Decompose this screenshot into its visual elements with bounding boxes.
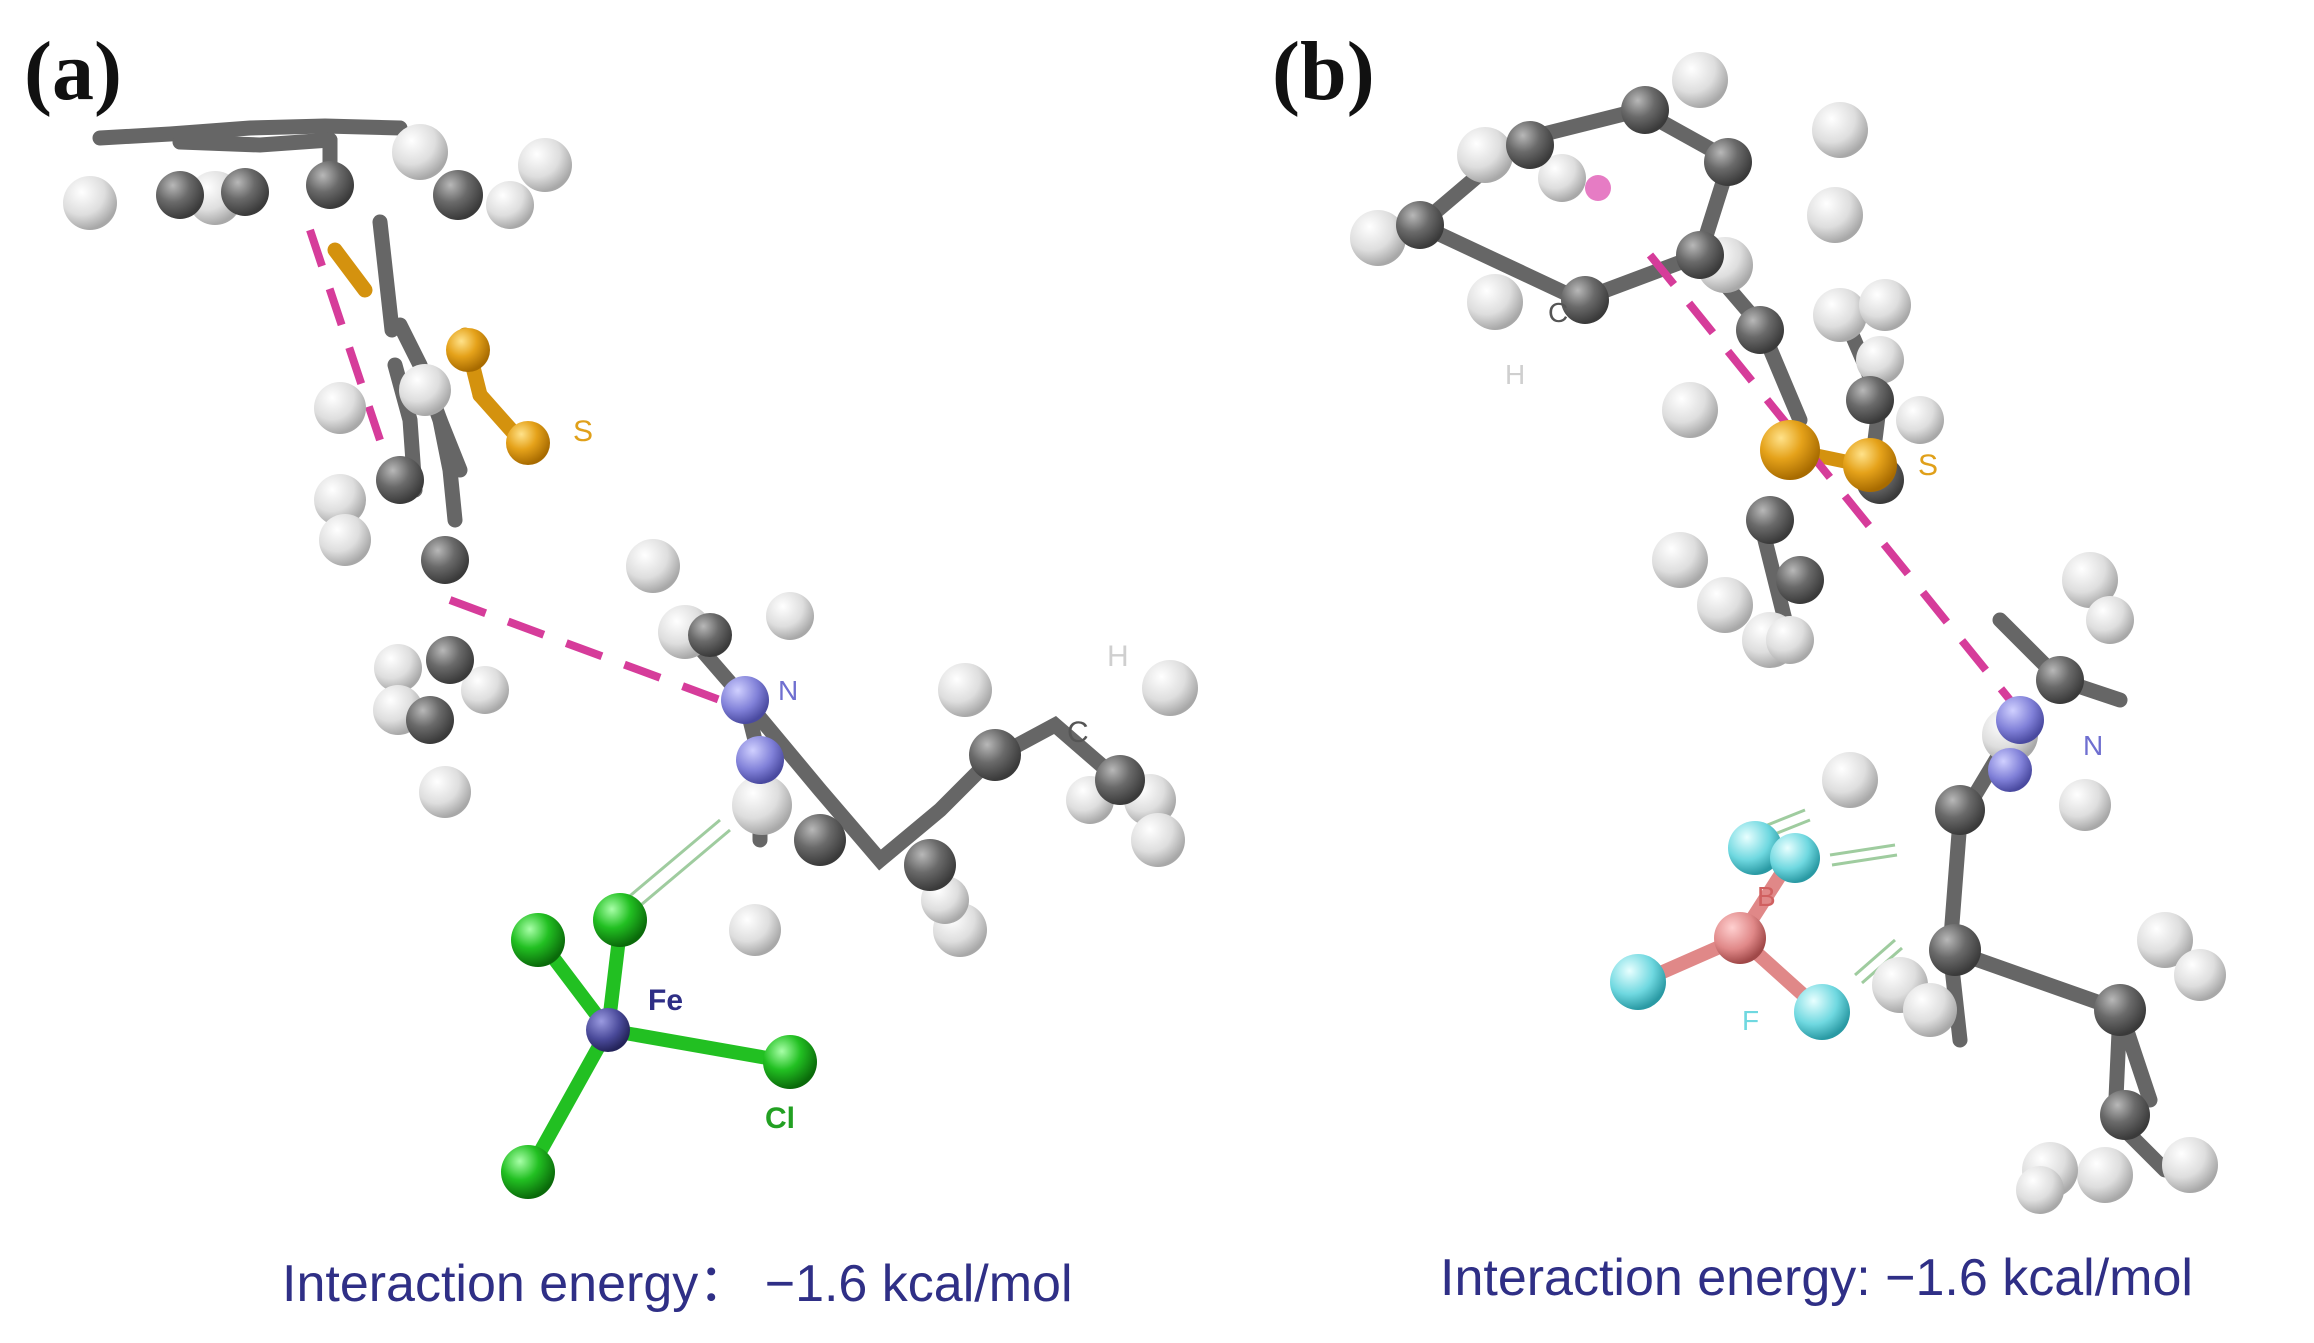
- panel-b-pi-interactions: [1646, 252, 2014, 703]
- panel-b-hydrogen-atoms: [1350, 52, 2226, 1214]
- panel-b-centroid-marker: [1585, 175, 1611, 201]
- panel-a-label: (a): [24, 25, 122, 118]
- panel-a-iron-atom: [586, 1008, 630, 1052]
- panel-b-label: (b): [1272, 25, 1375, 118]
- panel-a-structure: S N C H Fe Cl: [63, 118, 1198, 1199]
- panel-a-c-label: C: [1067, 716, 1089, 749]
- panel-b-nitrogen-atoms: [1988, 696, 2044, 792]
- panel-a-chlorine-atoms: [501, 893, 817, 1199]
- panel-a-fe-label: Fe: [648, 984, 683, 1017]
- panel-a-hydrogen-atoms: [63, 124, 1198, 957]
- panel-b-h-label: H: [1505, 359, 1525, 390]
- panel-b-s-label: S: [1918, 449, 1938, 482]
- panel-b-n-label: N: [2083, 730, 2103, 761]
- panel-b-structure: C H S N B F: [1350, 52, 2226, 1214]
- panel-b-sulfur-atoms: [1760, 420, 1897, 492]
- panel-a-h-label: H: [1107, 640, 1129, 673]
- panel-b-f-label: F: [1742, 1005, 1759, 1036]
- panel-a-pi-interactions: [306, 228, 722, 704]
- panel-b-c-label: C: [1548, 297, 1568, 328]
- panel-b-fluorine-atoms: [1610, 821, 1850, 1040]
- panel-a-carbon-atoms: [156, 161, 1145, 891]
- panel-a-caption: Interaction energy： −1.6 kcal/mol: [282, 1255, 1073, 1313]
- panel-a-fecl4-bonds: [523, 923, 797, 1177]
- panel-b-b-label: B: [1757, 881, 1776, 912]
- panel-a-sulfur-atoms: [446, 328, 550, 465]
- panel-b-boron-atom: [1714, 912, 1766, 964]
- panel-b-caption: Interaction energy: −1.6 kcal/mol: [1440, 1249, 2193, 1307]
- panel-a-nitrogen-atoms: [721, 676, 784, 784]
- panel-a-hydrogen-bond: [624, 818, 731, 912]
- panel-a-n-label: N: [778, 675, 798, 706]
- panel-a-cl-label: Cl: [765, 1102, 795, 1135]
- panel-b-carbon-atoms: [1396, 86, 2150, 1140]
- panel-a-s-label: S: [573, 415, 593, 448]
